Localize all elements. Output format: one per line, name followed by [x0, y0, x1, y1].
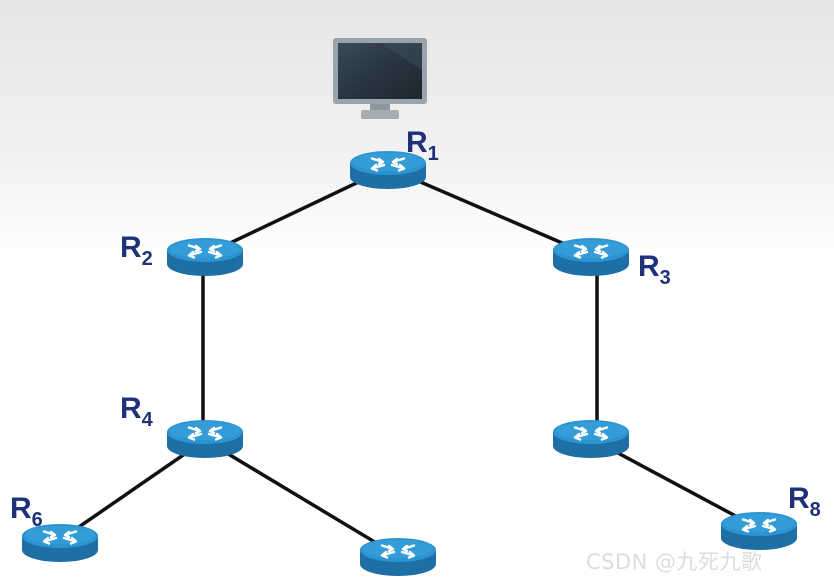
router-icon-r7 — [360, 538, 436, 576]
link-r4-r7 — [204, 438, 399, 558]
label-r3: R3 — [638, 250, 671, 289]
desktop-monitor-icon — [333, 38, 427, 119]
router-icon-r5 — [553, 420, 629, 458]
router-icon-r6 — [22, 524, 98, 562]
router-icon-r4 — [167, 420, 243, 458]
label-r8: R8 — [788, 482, 821, 521]
router-icon-r2 — [167, 238, 243, 276]
router-labels: R1 R2 R3 R4 R6 R8 — [10, 126, 821, 531]
router-icon-r1 — [350, 151, 426, 189]
label-r4: R4 — [120, 392, 154, 431]
router-icon-r8 — [721, 512, 797, 550]
links — [59, 166, 759, 558]
label-r6: R6 — [10, 492, 43, 531]
router-icon-r3 — [553, 238, 629, 276]
routers — [22, 151, 797, 576]
link-r4-r6 — [59, 438, 206, 542]
watermark: CSDN @九死九歌 — [586, 550, 763, 574]
label-r1: R1 — [406, 126, 439, 165]
label-r2: R2 — [120, 231, 153, 270]
